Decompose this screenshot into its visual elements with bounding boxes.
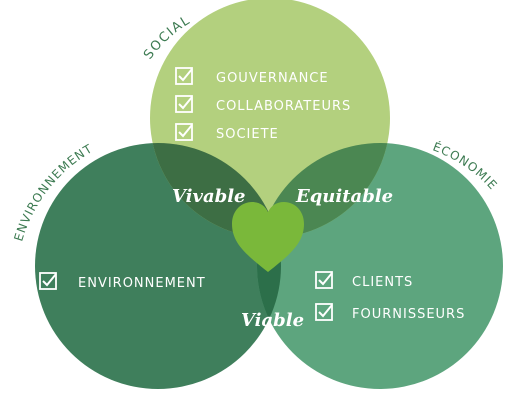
social-item-label: SOCIETE: [216, 127, 279, 142]
social-item: GOUVERNANCE: [175, 67, 329, 86]
social-item: COLLABORATEURS: [175, 95, 351, 114]
economie-item-label: CLIENTS: [352, 275, 413, 290]
social-item-label: COLLABORATEURS: [216, 99, 351, 114]
economie-item-label: FOURNISSEURS: [352, 307, 465, 322]
social-item-label: GOUVERNANCE: [216, 71, 329, 86]
overlap-label-equitable: Equitable: [295, 186, 393, 207]
overlap-social-economie: [257, 143, 390, 238]
economie-item: FOURNISSEURS: [315, 303, 465, 322]
checkbox-checked-icon: [175, 123, 193, 141]
social-item: SOCIETE: [175, 123, 279, 142]
checkbox-checked-icon: [315, 271, 333, 289]
overlap-label-vivable: Vivable: [172, 186, 246, 207]
environnement-item-label: ENVIRONNEMENT: [78, 276, 206, 291]
checkbox-checked-icon: [175, 95, 193, 113]
environnement-item: ENVIRONNEMENT: [39, 272, 206, 291]
overlap-label-viable: Viable: [241, 310, 304, 331]
checkbox-checked-icon: [175, 67, 193, 85]
checkbox-checked-icon: [39, 272, 57, 290]
economie-item: CLIENTS: [315, 271, 413, 290]
overlap-social-environnement: [150, 143, 281, 238]
checkbox-checked-icon: [315, 303, 333, 321]
heart-icon: [232, 202, 304, 272]
